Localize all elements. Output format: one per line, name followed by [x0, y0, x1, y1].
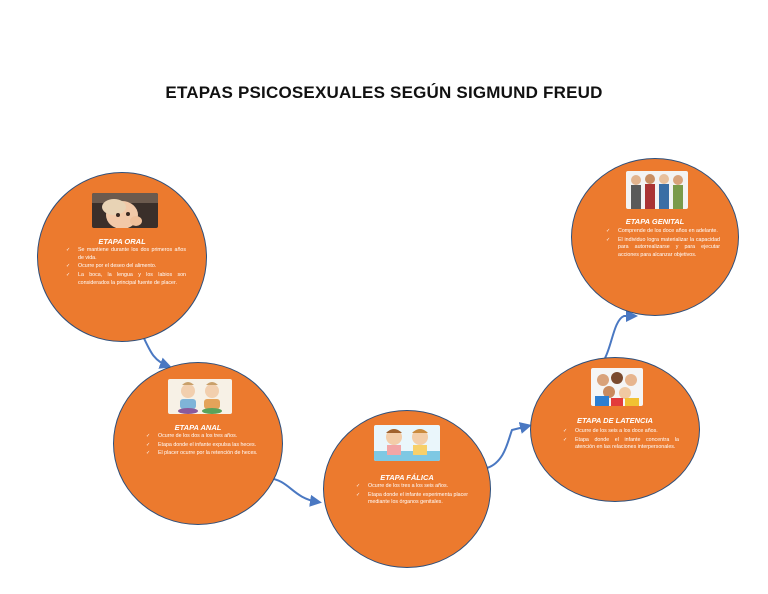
list-item: ✓El individuo logra materializar la capa…	[606, 236, 720, 259]
list-item: ✓Ocurre por el deseo del alimento.	[66, 263, 157, 270]
checkmark-icon: ✓	[66, 263, 71, 270]
list-item: ✓Etapa donde el infante expulsa las hece…	[146, 441, 257, 448]
stage-oral: ETAPA ORAL ✓Se mantiene durante los dos …	[37, 172, 207, 342]
page-title: ETAPAS PSICOSEXUALES SEGÚN SIGMUND FREUD	[165, 83, 603, 102]
list-item: ✓Etapa donde el infante experimenta plac…	[356, 491, 468, 506]
arrow-latencia-to-genital	[604, 310, 638, 359]
checkmark-icon: ✓	[356, 491, 361, 498]
list-item: ✓Comprende de los doce años en adelante.	[606, 228, 718, 234]
list-item: ✓Etapa donde el infante concentra la ate…	[563, 436, 679, 451]
stage-title-falica: ETAPA FÁLICA	[380, 473, 434, 482]
list-item: ✓Ocurre de los dos a los tres años.	[146, 433, 238, 439]
teenagers-group-photo-image	[626, 171, 688, 209]
baby-photo	[92, 193, 158, 228]
list-item: ✓La boca, la lengua y los labios son con…	[66, 272, 186, 286]
children-illustration-image	[374, 425, 440, 461]
checkmark-icon: ✓	[563, 436, 568, 443]
stage-genital: ETAPA GENITAL ✓Comprende de los doce año…	[571, 158, 739, 316]
stage-genital-list: ✓Comprende de los doce años en adelante.…	[606, 228, 720, 261]
stage-falica: ETAPA FÁLICA ✓Ocurre de los tres a los s…	[323, 410, 491, 568]
list-item: ✓Se mantiene durante los dos primeros añ…	[66, 247, 186, 261]
toddlers-potty-illustration	[168, 379, 232, 414]
baby-photo-image	[92, 193, 158, 228]
stage-title-genital: ETAPA GENITAL	[625, 217, 685, 226]
checkmark-icon: ✓	[146, 433, 151, 439]
checkmark-icon: ✓	[146, 450, 151, 457]
toddlers-illustration-image	[168, 379, 232, 414]
stage-title-anal: ETAPA ANAL	[174, 423, 222, 432]
checkmark-icon: ✓	[66, 247, 71, 253]
stage-latencia: ETAPA DE LATENCIA ✓Ocurre de los seis a …	[530, 357, 700, 502]
checkmark-icon: ✓	[563, 428, 568, 434]
arrow-falica-to-latencia	[486, 422, 532, 469]
stage-oral-list: ✓Se mantiene durante los dos primeros añ…	[66, 247, 186, 288]
checkmark-icon: ✓	[606, 228, 611, 234]
children-group-photo	[591, 368, 643, 406]
children-illustration	[374, 425, 440, 461]
checkmark-icon: ✓	[66, 272, 71, 279]
stage-falica-list: ✓Ocurre de los tres a los seis años. ✓Et…	[356, 483, 468, 508]
children-group-photo-image	[591, 368, 643, 406]
stage-title-latencia: ETAPA DE LATENCIA	[577, 416, 653, 425]
stage-anal: ETAPA ANAL ✓Ocurre de los dos a los tres…	[113, 362, 283, 525]
arrow-anal-to-falica	[267, 477, 322, 507]
list-item: ✓Ocurre de los tres a los seis años.	[356, 483, 449, 489]
checkmark-icon: ✓	[356, 483, 361, 489]
stage-title-oral: ETAPA ORAL	[98, 237, 146, 246]
list-item: ✓El placer ocurre por la retención de he…	[146, 450, 258, 457]
stage-anal-list: ✓Ocurre de los dos a los tres años. ✓Eta…	[146, 433, 264, 459]
teenagers-group-photo	[626, 171, 688, 209]
checkmark-icon: ✓	[606, 236, 611, 243]
stage-latencia-list: ✓Ocurre de los seis a los doce años. ✓Et…	[563, 428, 679, 453]
list-item: ✓Ocurre de los seis a los doce años.	[563, 428, 658, 434]
checkmark-icon: ✓	[146, 441, 151, 448]
